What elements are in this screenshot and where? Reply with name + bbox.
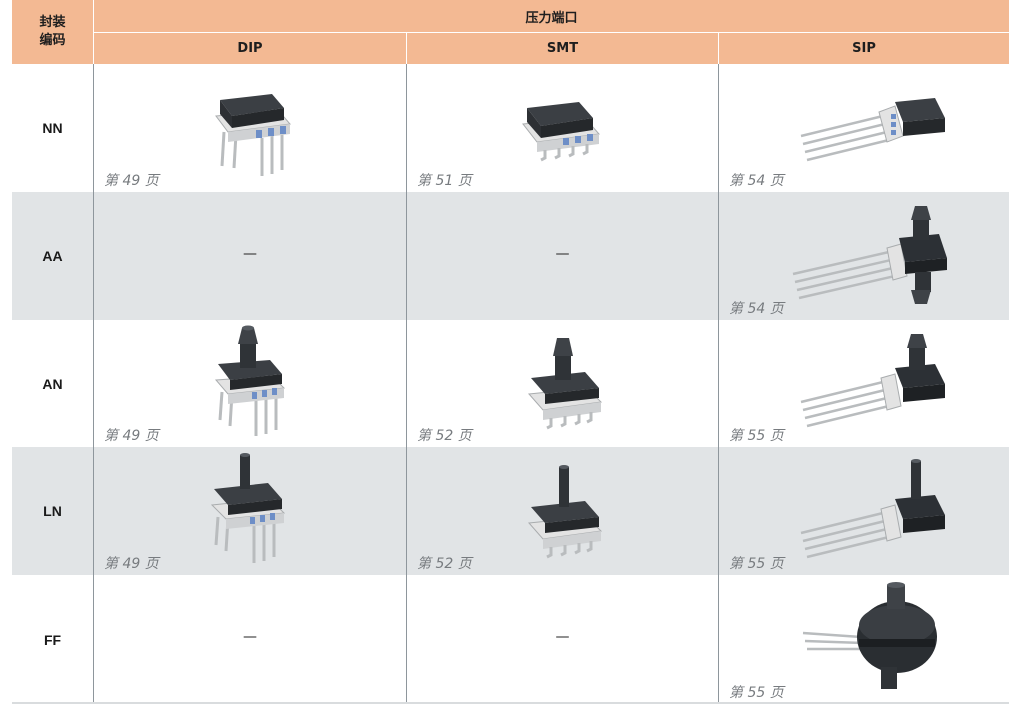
- not-available-dash: —: [243, 629, 257, 645]
- header-divider: [718, 33, 719, 64]
- cell-nn-sip: 第 54 页: [719, 64, 1009, 192]
- cell-ln-smt: 第 52 页: [407, 447, 718, 575]
- row-code: LN: [43, 503, 62, 519]
- page-reference: 第 52 页: [417, 428, 472, 444]
- sip-sensor-dual-axial-port-icon: [792, 206, 947, 304]
- header-col-sip: SIP: [719, 33, 1009, 64]
- header-col-dip: DIP: [94, 33, 406, 64]
- smt-sensor-no-port-icon: [522, 102, 600, 162]
- sip-sensor-long-port-icon: [800, 459, 945, 559]
- not-available-dash: —: [555, 629, 570, 645]
- not-available-dash: —: [555, 246, 570, 262]
- header-package-code-line2: 编码: [39, 33, 66, 48]
- dip-sensor-no-port-icon: [215, 94, 291, 176]
- page-reference: 第 49 页: [104, 173, 159, 189]
- cell-aa-sip: 第 54 页: [719, 192, 1009, 320]
- cell-aa-dip: —: [94, 192, 406, 320]
- not-available-dash: —: [243, 246, 257, 262]
- column-divider: [93, 64, 94, 704]
- page-reference: 第 51 页: [417, 173, 472, 189]
- header-col-smt: SMT: [407, 33, 718, 64]
- header-pressure-port: 压力端口: [94, 0, 1009, 32]
- cell-nn-smt: 第 51 页: [407, 64, 718, 192]
- row-code: NN: [42, 120, 63, 136]
- page-reference: 第 54 页: [729, 301, 784, 317]
- table-row-aa: [12, 192, 1009, 320]
- row-code: FF: [43, 631, 62, 648]
- page-reference: 第 49 页: [104, 556, 159, 572]
- header-package-code-line1: 封装: [39, 15, 66, 30]
- row-code: AN: [42, 375, 63, 392]
- cell-ln-sip: 第 55 页: [719, 447, 1009, 575]
- table-bottom-border: [12, 702, 1009, 704]
- cell-aa-smt: —: [407, 192, 718, 320]
- cell-an-smt: 第 52 页: [407, 320, 718, 447]
- column-divider: [406, 64, 407, 704]
- cell-an-dip: 第 49 页: [94, 320, 406, 447]
- header-divider: [406, 33, 407, 64]
- row-code: AA: [42, 248, 63, 264]
- sip-sensor-barbed-port-icon: [800, 334, 945, 428]
- dip-sensor-long-port-icon: [210, 453, 286, 563]
- cell-ff-smt: —: [407, 575, 718, 704]
- dip-sensor-barbed-port-icon: [214, 325, 286, 436]
- page-reference: 第 55 页: [729, 556, 784, 572]
- page-reference: 第 49 页: [104, 428, 159, 444]
- sip-sensor-fast-mount-port-icon: [802, 582, 937, 689]
- header-package-code: 封装 编码: [12, 0, 93, 64]
- page-reference: 第 55 页: [729, 428, 784, 444]
- cell-an-sip: 第 55 页: [719, 320, 1009, 447]
- column-divider: [718, 64, 719, 704]
- header-divider: [94, 32, 1009, 33]
- cell-ln-dip: 第 49 页: [94, 447, 406, 575]
- header-divider: [93, 0, 94, 64]
- cell-ff-dip: —: [94, 575, 406, 704]
- cell-nn-dip: 第 49 页: [94, 64, 406, 192]
- page-reference: 第 52 页: [417, 556, 472, 572]
- page-reference: 第 55 页: [729, 685, 784, 701]
- sip-sensor-no-port-icon: [800, 98, 945, 162]
- table-row-ln: [12, 447, 1009, 575]
- smt-sensor-barbed-port-icon: [527, 338, 603, 430]
- smt-sensor-long-port-icon: [527, 465, 603, 559]
- page-reference: 第 54 页: [729, 173, 784, 189]
- cell-ff-sip: 第 55 页: [719, 575, 1009, 704]
